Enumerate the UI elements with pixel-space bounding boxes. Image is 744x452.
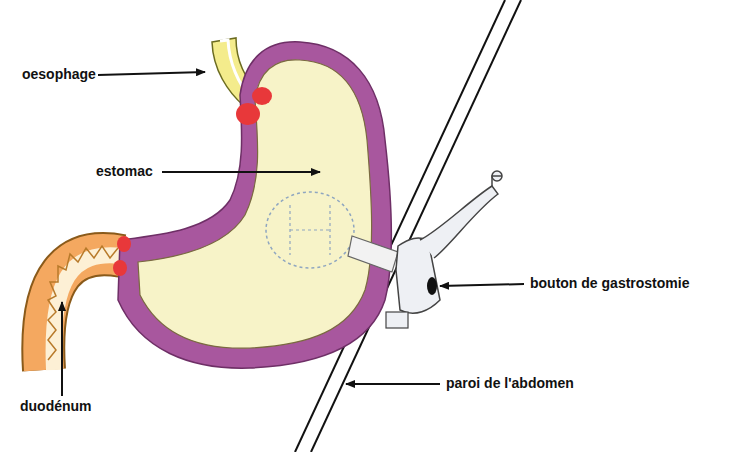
leader-arrow: [346, 383, 440, 385]
button-valve: [427, 277, 437, 295]
part-label: paroi de l'abdomen: [446, 375, 574, 392]
cardia-sphincter: [252, 87, 272, 105]
part-label: bouton de gastrostomie: [530, 275, 689, 292]
stomach-lumen: [138, 60, 372, 348]
stomach-wall: [118, 42, 391, 368]
leader-arrow: [61, 302, 63, 396]
button-balloon: [290, 205, 330, 255]
button-balloon: [266, 192, 354, 268]
button-tube: [420, 186, 498, 258]
part-label: estomac: [96, 163, 153, 180]
part-label: oesophage: [22, 66, 96, 83]
part-label: duodénum: [20, 398, 92, 415]
cardia-sphincter: [236, 103, 260, 125]
duodenum-folds: [48, 246, 118, 360]
leader-arrow: [98, 72, 205, 75]
leader-arrow: [440, 284, 524, 286]
pylorus-sphincter: [117, 236, 131, 252]
button-cap: [492, 176, 502, 186]
leader-arrow: [162, 171, 320, 173]
button-stem: [348, 236, 398, 272]
pylorus-sphincter: [113, 260, 127, 276]
duodenum-lumen: [54, 255, 122, 370]
button-plug: [386, 312, 408, 328]
